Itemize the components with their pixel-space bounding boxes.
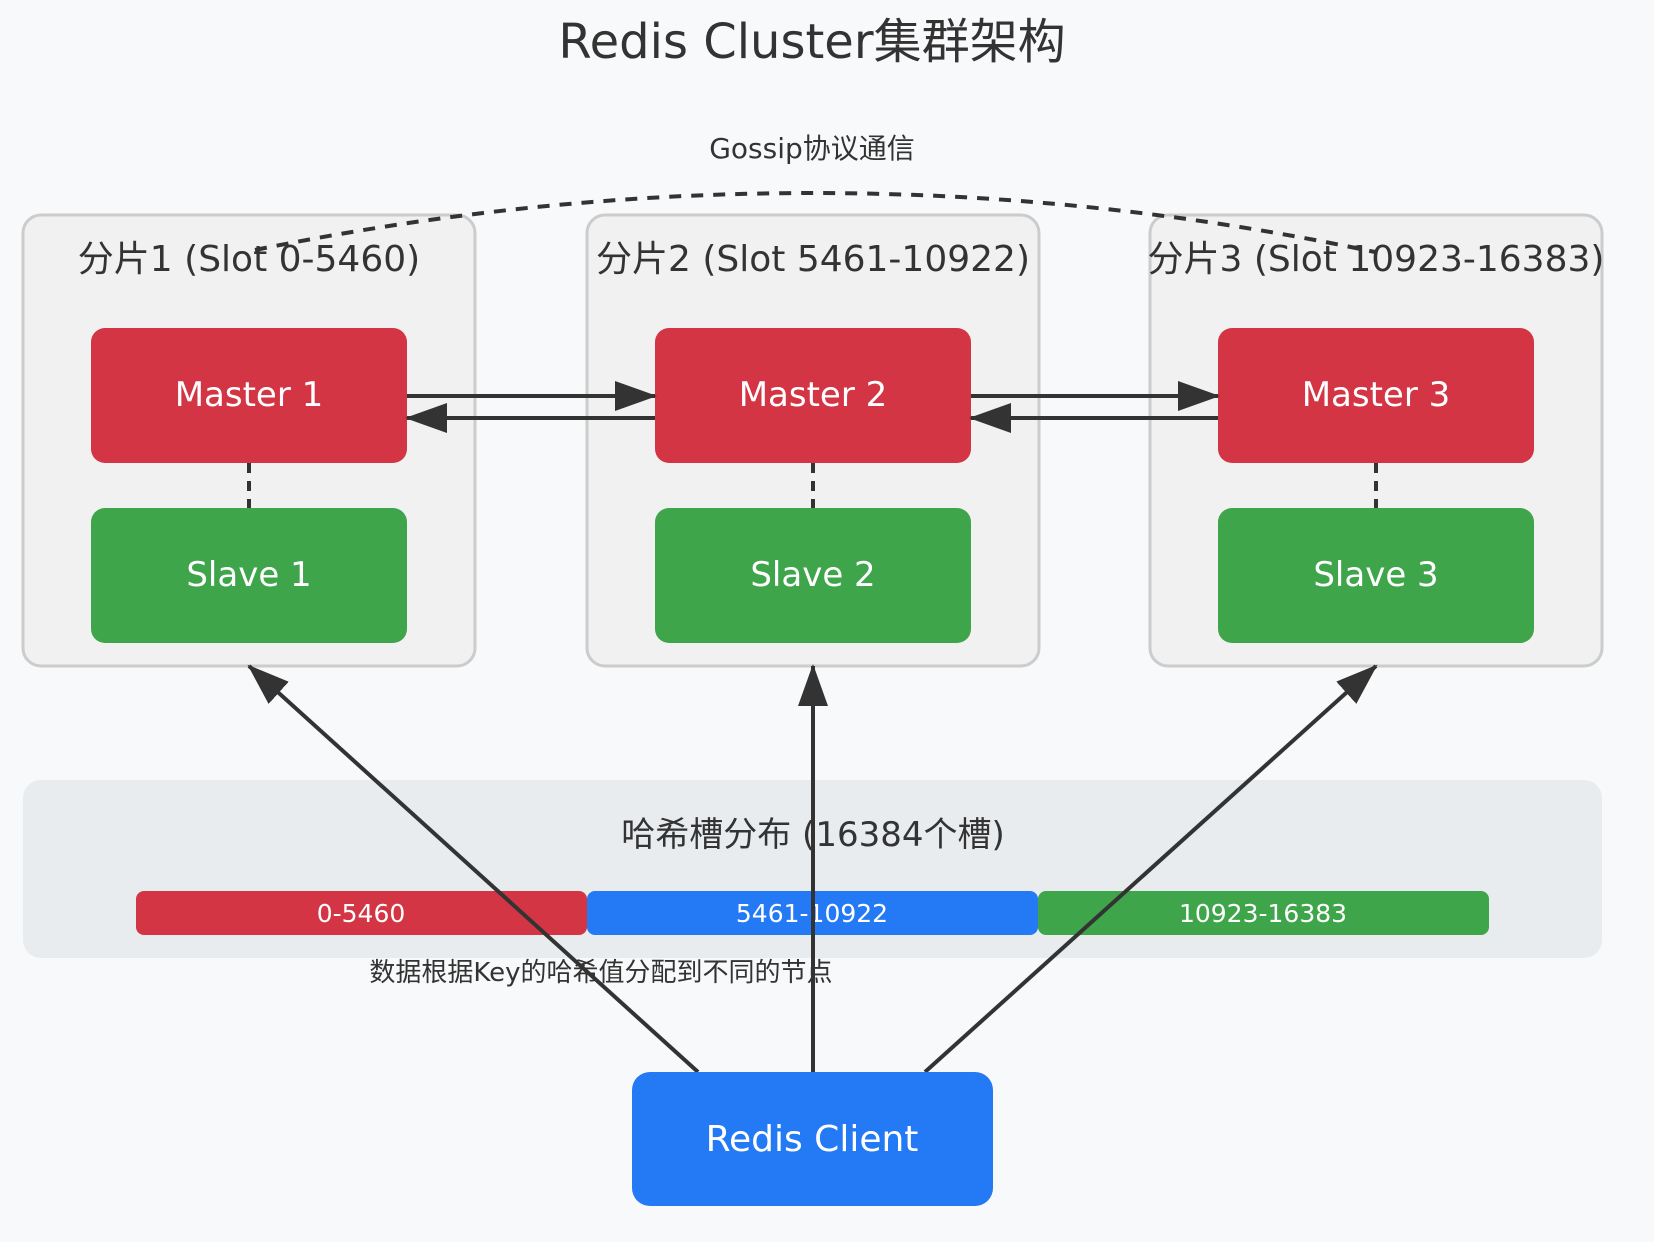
slave-3-label: Slave 3 bbox=[1313, 555, 1438, 595]
master-3-node[interactable] bbox=[1218, 328, 1534, 463]
slave-2-label: Slave 2 bbox=[750, 555, 875, 595]
master-2-label: Master 2 bbox=[739, 375, 888, 415]
client-to-shard-1-arrow bbox=[247, 664, 700, 1074]
master-1-node[interactable] bbox=[91, 328, 407, 463]
slot-range-3-label: 10923-16383 bbox=[1179, 899, 1347, 928]
shard-2: 分片2 (Slot 5461-10922) Master 2 Slave 2 bbox=[585, 213, 1041, 668]
slot-range-1-bar bbox=[136, 891, 587, 935]
slot-range-1-label: 0-5460 bbox=[317, 899, 406, 928]
shard-3-label: 分片3 (Slot 10923-16383) bbox=[1148, 239, 1605, 280]
slave-1-label: Slave 1 bbox=[186, 555, 311, 595]
master-2-node[interactable] bbox=[655, 328, 971, 463]
slot-range-3-bar bbox=[1038, 891, 1489, 935]
master-1-label: Master 1 bbox=[175, 375, 324, 415]
client-to-shard-3-arrow bbox=[923, 664, 1378, 1074]
redis-client-node[interactable] bbox=[632, 1072, 993, 1206]
master-3-label: Master 3 bbox=[1302, 375, 1451, 415]
redis-client-label: Redis Client bbox=[706, 1119, 919, 1160]
shard-1-label: 分片1 (Slot 0-5460) bbox=[78, 239, 420, 280]
shard-2-label: 分片2 (Slot 5461-10922) bbox=[596, 239, 1030, 280]
page-title: Redis Cluster集群架构 bbox=[558, 14, 1065, 70]
gossip-label: Gossip协议通信 bbox=[709, 132, 915, 165]
shard-1: 分片1 (Slot 0-5460) Master 1 Slave 1 bbox=[21, 213, 477, 668]
slave-2-node[interactable] bbox=[655, 508, 971, 643]
slave-1-node[interactable] bbox=[91, 508, 407, 643]
slave-3-node[interactable] bbox=[1218, 508, 1534, 643]
shard-3: 分片3 (Slot 10923-16383) Master 3 Slave 3 bbox=[1148, 213, 1605, 668]
